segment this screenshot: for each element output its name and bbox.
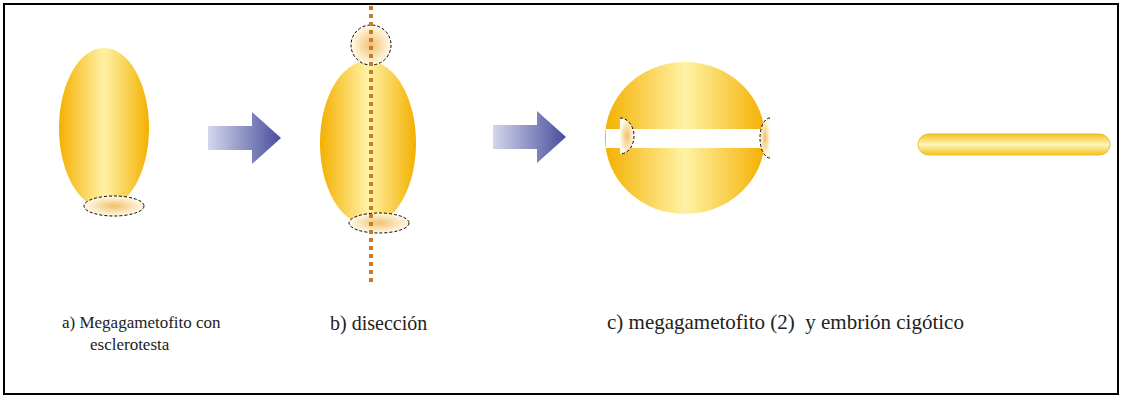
megagametophyte: [320, 61, 416, 225]
sclerotesta-cap: [84, 196, 144, 216]
panel-caption: c) megagametofito (2) y embrión cigótico: [607, 309, 964, 336]
cap-remnant: [760, 118, 770, 158]
panel-caption: b) disección: [330, 310, 427, 336]
zygotic-embryo: [918, 134, 1110, 155]
frame: [4, 4, 1118, 394]
cap-remnant: [620, 118, 634, 154]
sclerotesta-cap: [349, 213, 409, 233]
cut-line: [369, 6, 373, 285]
step-arrow: [208, 112, 281, 164]
megagametophyte: [59, 48, 149, 208]
step-arrow: [493, 111, 566, 163]
panel-caption: a) Megagametofito con esclerotesta: [62, 312, 225, 356]
